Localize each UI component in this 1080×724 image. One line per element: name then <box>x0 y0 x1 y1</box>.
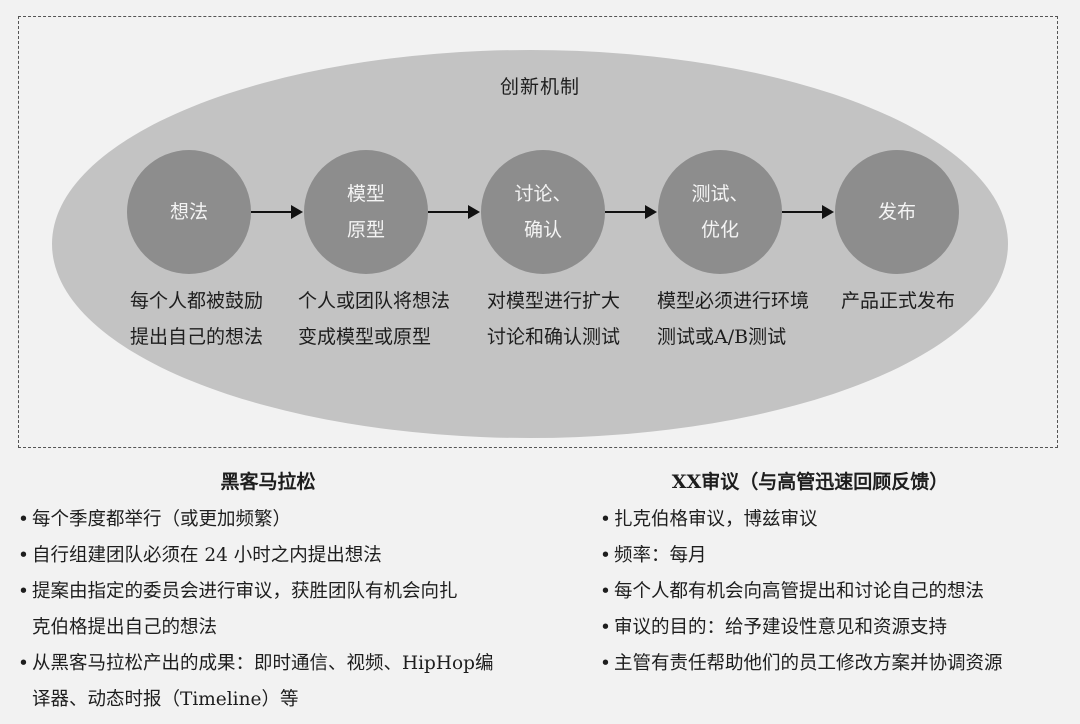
desc-line: 提出自己的想法 <box>130 326 264 348</box>
hackathon-heading: 黑客马拉松 <box>220 471 316 493</box>
stage-description: 对模型进行扩大 讨论和确认测试 <box>487 283 620 355</box>
stage-description: 产品正式发布 <box>841 283 955 319</box>
list-item: 扎克伯格审议，博兹审议 <box>600 502 1003 538</box>
list-item-text: 提案由指定的委员会进行审议，获胜团队有机会向扎 <box>32 581 458 602</box>
list-item-text: 从黑客马拉松产出的成果：即时通信、视频、HipHop编 <box>32 653 494 674</box>
stage-label: 原型 <box>346 219 385 241</box>
stage-node-discuss: 讨论、确认 <box>481 150 605 274</box>
list-item-text: 频率：每月 <box>614 545 707 566</box>
flow-arrow <box>782 205 834 219</box>
desc-line: 变成模型或原型 <box>298 326 432 348</box>
list-item-text: 每个人都有机会向高管提出和讨论自己的想法 <box>614 581 985 602</box>
list-item: 每个人都有机会向高管提出和讨论自己的想法 <box>600 574 1003 610</box>
desc-line: 对模型进行扩大 <box>487 290 621 312</box>
desc-line: 测试或A/B测试 <box>657 326 787 348</box>
stage-description: 个人或团队将想法 变成模型或原型 <box>298 283 450 355</box>
flow-arrow <box>605 205 657 219</box>
list-item-text: 每个季度都举行（或更加频繁） <box>32 509 292 530</box>
desc-line: 产品正式发布 <box>841 290 956 312</box>
list-item: 从黑客马拉松产出的成果：即时通信、视频、HipHop编译器、动态时报（Timel… <box>18 646 494 718</box>
list-item-text: 译器、动态时报（Timeline）等 <box>32 689 299 710</box>
stage-label: 发布 <box>877 201 916 223</box>
review-heading: XX审议（与高管迅速回顾反馈） <box>671 471 949 493</box>
diagram-frame <box>18 16 1058 448</box>
stage-node-prototype: 模型原型 <box>304 150 428 274</box>
stage-label: 想法 <box>169 201 208 223</box>
stage-label: 讨论、 <box>514 183 572 205</box>
stage-label: 确认 <box>523 219 562 241</box>
list-item: 主管有责任帮助他们的员工修改方案并协调资源 <box>600 646 1003 682</box>
list-item: 每个季度都举行（或更加频繁） <box>18 502 494 538</box>
list-item-text: 主管有责任帮助他们的员工修改方案并协调资源 <box>614 653 1003 674</box>
desc-line: 个人或团队将想法 <box>298 290 451 312</box>
list-item: 审议的目的：给予建设性意见和资源支持 <box>600 610 1003 646</box>
stage-node-release: 发布 <box>835 150 959 274</box>
list-item-text: 克伯格提出自己的想法 <box>32 617 218 638</box>
list-item-text: 扎克伯格审议，博兹审议 <box>614 509 818 530</box>
list-item: 自行组建团队必须在 24 小时之内提出想法 <box>18 538 494 574</box>
flow-arrow <box>428 205 480 219</box>
hackathon-list: 每个季度都举行（或更加频繁） 自行组建团队必须在 24 小时之内提出想法 提案由… <box>18 502 494 718</box>
stage-label: 模型 <box>346 183 385 205</box>
stage-label: 测试、 <box>691 183 749 205</box>
list-item: 频率：每月 <box>600 538 1003 574</box>
stage-description: 每个人都被鼓励 提出自己的想法 <box>130 283 263 355</box>
desc-line: 每个人都被鼓励 <box>130 290 264 312</box>
flow-arrow <box>251 205 303 219</box>
desc-line: 模型必须进行环境 <box>657 290 810 312</box>
desc-line: 讨论和确认测试 <box>487 326 621 348</box>
stage-description: 模型必须进行环境 测试或A/B测试 <box>657 283 809 355</box>
stage-node-idea: 想法 <box>127 150 251 274</box>
diagram-title: 创新机制 <box>499 76 580 98</box>
list-item-text: 审议的目的：给予建设性意见和资源支持 <box>614 617 948 638</box>
list-item-text: 自行组建团队必须在 24 小时之内提出想法 <box>32 545 382 566</box>
review-list: 扎克伯格审议，博兹审议 频率：每月 每个人都有机会向高管提出和讨论自己的想法 审… <box>600 502 1003 682</box>
stage-label: 优化 <box>700 219 739 241</box>
stage-node-test: 测试、优化 <box>658 150 782 274</box>
